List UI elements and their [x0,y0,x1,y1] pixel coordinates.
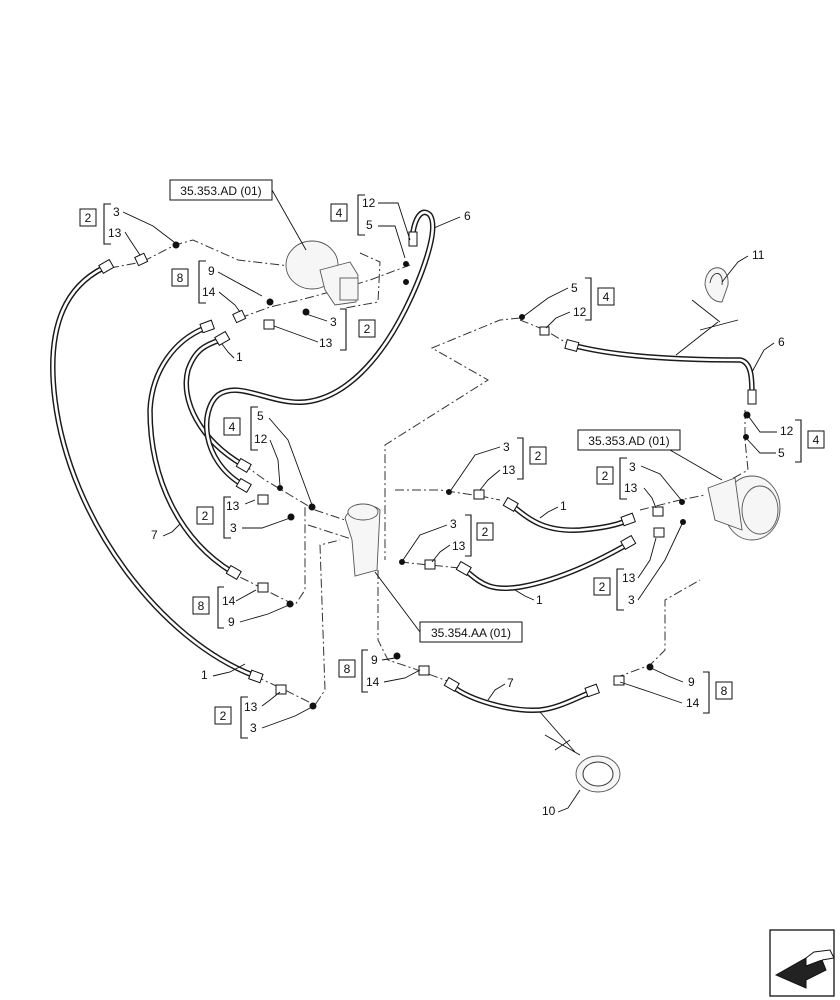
hose-1-upper-right [511,504,631,533]
label-6-left: 6 [464,209,471,223]
svg-text:2: 2 [202,509,209,523]
ref-valve: 35.354.AA (01) [374,571,523,643]
control-valve [344,503,381,577]
callout-c: 4 12 5 [330,194,411,259]
callout-f: 4 5 12 [523,277,615,329]
svg-text:5: 5 [778,446,785,460]
label-7-left: 7 [151,528,158,542]
svg-text:3: 3 [503,440,510,454]
svg-text:12: 12 [573,305,587,319]
svg-text:3: 3 [450,517,457,531]
callout-j: 2 3 13 [450,437,547,491]
svg-text:4: 4 [336,206,343,220]
svg-text:12: 12 [362,196,376,210]
svg-text:9: 9 [228,615,235,629]
svg-text:3: 3 [628,593,635,607]
callout-o: 8 9 14 [338,649,421,693]
left-hydraulic-motor [285,240,359,306]
svg-text:13: 13 [502,463,516,477]
callout-m: 2 3 13 [596,457,683,509]
hose-7-inner [147,325,235,575]
svg-text:3: 3 [629,460,636,474]
svg-text:2: 2 [599,580,606,594]
callout-a: 2 3 13 [79,203,175,256]
callout-d: 2 3 13 [273,308,376,351]
svg-text:4: 4 [813,433,820,447]
ref-motor-left-text: 35.353.AD (01) [180,184,261,198]
svg-text:13: 13 [452,539,466,553]
callout-i: 2 13 3 [214,691,313,739]
svg-text:13: 13 [622,571,636,585]
svg-text:5: 5 [257,409,264,423]
svg-text:5: 5 [366,218,373,232]
adapters-and-o-rings [134,241,751,710]
ref-valve-text: 35.354.AA (01) [431,626,511,640]
svg-text:2: 2 [482,525,489,539]
ref-motor-right-text: 35.353.AD (01) [588,434,669,448]
hose-end-fittings [98,231,757,698]
label-6-right: 6 [778,335,785,349]
hose-1-left [183,337,246,468]
hose-7-left [50,265,258,679]
label-10: 10 [542,804,556,818]
navigation-arrow-icon[interactable] [769,929,835,997]
svg-text:8: 8 [721,684,728,698]
svg-text:5: 5 [571,281,578,295]
callout-p: 8 9 14 [619,667,733,714]
label-7-bottom: 7 [507,676,514,690]
callout-h: 8 14 9 [192,586,290,629]
svg-text:14: 14 [202,285,216,299]
callout-k: 2 3 13 [402,514,494,563]
callout-e: 4 5 12 [223,406,313,506]
svg-text:12: 12 [780,424,794,438]
hose-6-right [569,342,755,398]
callout-g: 2 13 3 [196,496,291,539]
svg-text:2: 2 [535,449,542,463]
svg-text:3: 3 [330,315,337,329]
svg-text:14: 14 [686,696,700,710]
svg-text:13: 13 [108,226,122,240]
svg-text:9: 9 [688,675,695,689]
detail-markers [539,299,739,756]
callout-l: 4 12 5 [746,416,825,463]
svg-text:2: 2 [364,322,371,336]
svg-text:12: 12 [254,432,268,446]
svg-text:3: 3 [250,721,257,735]
item-labels: 6 6 11 1 1 1 1 7 7 10 [151,209,785,818]
label-1-upper-left: 1 [236,350,243,364]
svg-text:8: 8 [344,662,351,676]
svg-text:13: 13 [624,481,638,495]
right-hydraulic-motor [707,475,781,541]
svg-text:13: 13 [244,700,258,714]
ref-motor-left: 35.353.AD (01) [169,179,307,251]
bushing-11 [704,267,729,303]
svg-text:9: 9 [371,653,378,667]
svg-text:13: 13 [226,499,240,513]
ring-10 [575,755,621,793]
svg-text:13: 13 [319,336,333,350]
svg-text:2: 2 [220,709,227,723]
svg-text:8: 8 [198,599,205,613]
svg-text:3: 3 [230,521,237,535]
svg-text:2: 2 [602,469,609,483]
svg-text:2: 2 [85,211,92,225]
ref-motor-right: 35.353.AD (01) [577,429,723,481]
label-1-lower-right: 1 [536,593,543,607]
hose-1-lower-right [462,541,631,592]
svg-text:14: 14 [222,594,236,608]
hose-7-bottom [449,683,595,713]
svg-text:14: 14 [366,675,380,689]
hose-6-left [203,209,436,488]
label-11: 11 [752,248,765,262]
label-1-lower-left: 1 [201,668,208,682]
label-1-upper-right: 1 [560,499,567,513]
callout-b: 8 9 14 [171,260,263,313]
svg-text:9: 9 [208,264,215,278]
svg-text:4: 4 [229,420,236,434]
svg-text:4: 4 [603,290,610,304]
svg-text:3: 3 [113,205,120,219]
svg-text:8: 8 [177,271,184,285]
callout-n: 2 13 3 [593,523,683,611]
